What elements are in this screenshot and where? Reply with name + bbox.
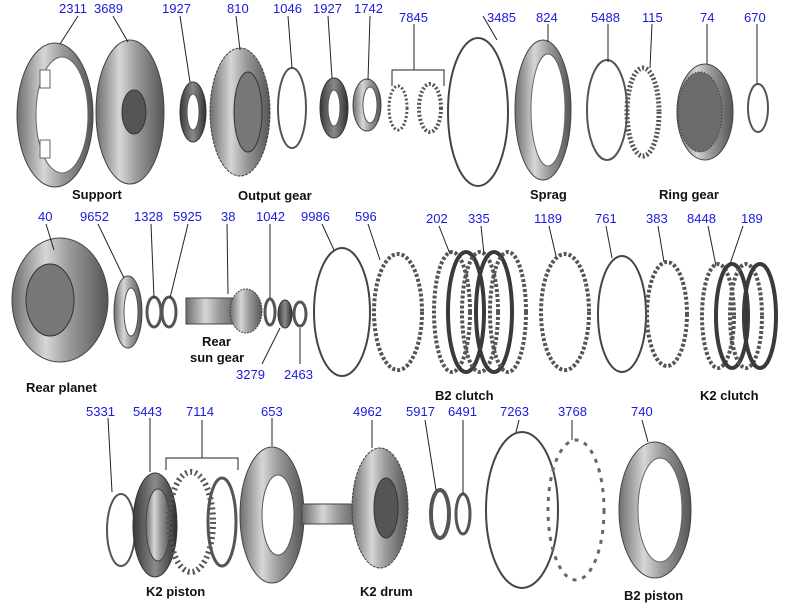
label-output-gear: Output gear <box>238 188 312 203</box>
part-number-761: 761 <box>595 211 617 226</box>
part-number-40: 40 <box>38 209 52 224</box>
part-number-2463: 2463 <box>284 367 313 382</box>
part-number-8448: 8448 <box>687 211 716 226</box>
support-part <box>16 42 94 188</box>
part-number-1927: 1927 <box>162 1 191 16</box>
snap-ring-7263-part <box>485 431 559 589</box>
part-number-1742: 1742 <box>354 1 383 16</box>
washer-6491-part <box>454 492 472 536</box>
washers-7845-part <box>387 82 443 134</box>
part-number-7114: 7114 <box>186 404 214 419</box>
part-number-3689: 3689 <box>94 1 123 16</box>
b2-piston-part <box>618 441 692 579</box>
part-number-6491: 6491 <box>448 404 477 419</box>
ring-115-part <box>624 65 662 159</box>
part-number-383: 383 <box>646 211 668 226</box>
part-number-1927-second: 1927 <box>313 1 342 16</box>
k2-clutch-pack-part <box>700 262 778 370</box>
part-number-740: 740 <box>631 404 653 419</box>
part-number-653: 653 <box>261 404 283 419</box>
part-number-5331: 5331 <box>86 404 115 419</box>
part-number-5925: 5925 <box>173 209 202 224</box>
snap-ring-5331-part <box>106 493 136 567</box>
part-number-1042: 1042 <box>256 209 285 224</box>
rear-planet-part <box>11 237 109 363</box>
part-number-38: 38 <box>221 209 235 224</box>
part-number-9986: 9986 <box>301 209 330 224</box>
label-support: Support <box>72 187 122 202</box>
component-labels: Support Output gear Sprag Ring gear Rear… <box>26 187 759 603</box>
bearing-3279-part <box>277 299 293 329</box>
plate-596-part <box>372 252 424 372</box>
plate-1189-part <box>539 252 591 372</box>
part-number-5917: 5917 <box>406 404 435 419</box>
washer-5917-part <box>429 488 451 540</box>
b2-clutch-pack-part <box>432 250 528 374</box>
plate-383-part <box>645 260 689 368</box>
label-b2-piston: B2 piston <box>624 588 683 603</box>
part-number-5488: 5488 <box>591 10 620 25</box>
part-number-115: 115 <box>642 10 663 25</box>
sprag-part <box>514 39 572 181</box>
part-number-labels: 2311 3689 1927 810 1046 1927 1742 7845 3… <box>38 1 766 419</box>
bearing-1927b-part <box>319 77 349 139</box>
part-number-1328: 1328 <box>134 209 163 224</box>
washer-5925-part <box>160 295 178 329</box>
part-number-9652: 9652 <box>80 209 109 224</box>
rear-sun-gear-part <box>185 288 263 334</box>
label-rear-sun-gear-line1: Rear <box>202 334 231 349</box>
part-number-1046: 1046 <box>273 1 302 16</box>
spring-pack-7114-part <box>166 469 238 575</box>
part-number-7845: 7845 <box>399 10 428 25</box>
k2-drum-part <box>301 447 409 569</box>
label-k2-clutch: K2 clutch <box>700 388 759 403</box>
output-gear-part <box>209 47 271 177</box>
part-number-596: 596 <box>355 209 377 224</box>
snap-ring-761-part <box>597 255 647 373</box>
seal-1742-part <box>352 78 382 132</box>
washer-1042-part <box>263 297 277 327</box>
washer-2463-part <box>292 300 308 328</box>
row2-leader-lines <box>45 223 744 365</box>
ring-gear-part <box>676 63 734 161</box>
part-number-3485: 3485 <box>487 10 516 25</box>
part-number-2311: 2311 <box>59 1 87 16</box>
part-number-810: 810 <box>227 1 249 16</box>
spring-ring-3768-part <box>546 438 606 582</box>
housing-3689-part <box>95 39 165 185</box>
part-number-202: 202 <box>426 211 448 226</box>
piston-653-part <box>239 446 305 584</box>
part-number-824: 824 <box>536 10 558 25</box>
label-ring-gear: Ring gear <box>659 187 719 202</box>
part-number-670: 670 <box>744 10 766 25</box>
label-k2-piston: K2 piston <box>146 584 205 599</box>
snap-ring-5488-part <box>586 59 628 161</box>
part-number-1189: 1189 <box>534 211 562 226</box>
part-number-189: 189 <box>741 211 763 226</box>
k2-piston-part <box>132 472 178 578</box>
part-number-7263: 7263 <box>500 404 529 419</box>
part-number-74: 74 <box>700 10 714 25</box>
part-number-3768: 3768 <box>558 404 587 419</box>
snap-ring-1046-part <box>277 67 307 149</box>
part-number-3279: 3279 <box>236 367 265 382</box>
snap-ring-3485-part <box>447 37 509 187</box>
washer-1328-part <box>145 295 163 329</box>
ring-9652-part <box>113 275 143 349</box>
row3-leader-lines <box>107 417 649 494</box>
label-rear-sun-gear-line2: sun gear <box>190 350 244 365</box>
label-rear-planet: Rear planet <box>26 380 97 395</box>
label-k2-drum: K2 drum <box>360 584 413 599</box>
label-sprag: Sprag <box>530 187 567 202</box>
label-b2-clutch: B2 clutch <box>435 388 494 403</box>
row1-leader-lines <box>59 15 758 86</box>
snap-ring-670-part <box>747 83 769 133</box>
part-number-335: 335 <box>468 211 490 226</box>
snap-ring-9986-part <box>313 247 371 377</box>
bearing-1927a-part <box>179 81 207 143</box>
part-number-4962: 4962 <box>353 404 382 419</box>
part-number-5443: 5443 <box>133 404 162 419</box>
